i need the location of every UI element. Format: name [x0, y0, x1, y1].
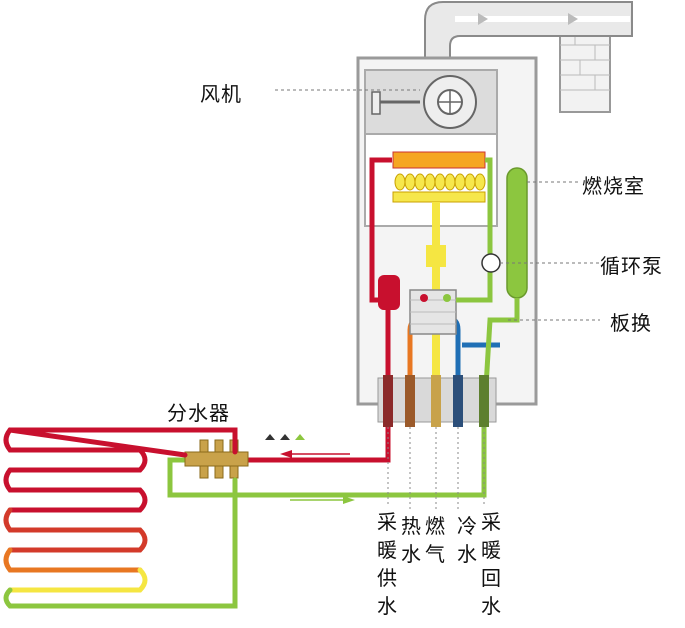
flue-pipe [424, 1, 633, 76]
label-heating-return: 采暖回水 [481, 510, 501, 618]
plate-exchanger [409, 289, 457, 335]
label-heating-supply: 采暖供水 [377, 510, 397, 618]
label-manifold: 分水器 [167, 401, 230, 425]
heating-return-pipe [167, 157, 520, 498]
label-gas: 燃气 [425, 514, 445, 566]
label-hot-water: 热水 [401, 514, 421, 566]
label-combustion-chamber: 燃烧室 [582, 174, 645, 198]
expansion-tank [506, 167, 528, 299]
flow-arrows [265, 434, 355, 504]
valve-red [378, 275, 400, 310]
pipe-fittings [377, 375, 497, 427]
leader-lines [275, 89, 600, 321]
chimney [559, 29, 611, 113]
label-circulation-pump: 循环泵 [600, 254, 663, 278]
drop-lines [387, 427, 485, 510]
label-plate-exchanger: 板换 [610, 311, 652, 335]
label-cold-water: 冷水 [457, 514, 477, 566]
floor-heating-coil [3, 427, 238, 609]
pump [481, 253, 501, 273]
manifold [184, 439, 249, 479]
burner [392, 151, 486, 203]
fan [371, 75, 477, 129]
label-fan: 风机 [200, 82, 242, 106]
